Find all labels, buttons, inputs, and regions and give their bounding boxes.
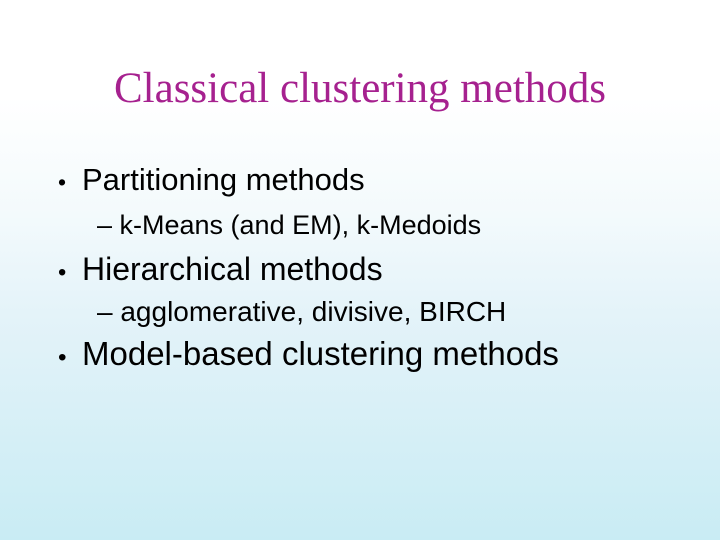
bullet-icon: • <box>58 260 67 287</box>
bullet-label: Partitioning methods <box>82 161 365 197</box>
slide-body: • Partitioning methods – k-Means (and EM)… <box>0 161 720 374</box>
bullet-item: • Model-based clustering methods <box>58 334 700 374</box>
bullet-icon: • <box>58 343 67 371</box>
bullet-label: Hierarchical methods <box>82 251 383 288</box>
bullet-item: • Hierarchical methods <box>58 250 700 289</box>
slide-title: Classical clustering methods <box>113 65 607 112</box>
sub-bullet-label: – agglomerative, divisive, BIRCH <box>97 296 507 328</box>
sub-bullet-item: – agglomerative, divisive, BIRCH <box>97 295 700 329</box>
sub-bullet-item: – k-Means (and EM), k-Medoids <box>97 209 700 242</box>
bullet-item: • Partitioning methods <box>58 161 700 199</box>
bullet-label: Model-based clustering methods <box>82 334 559 372</box>
sub-bullet-label: – k-Means (and EM), k-Medoids <box>97 210 482 241</box>
bullet-icon: • <box>58 168 67 195</box>
